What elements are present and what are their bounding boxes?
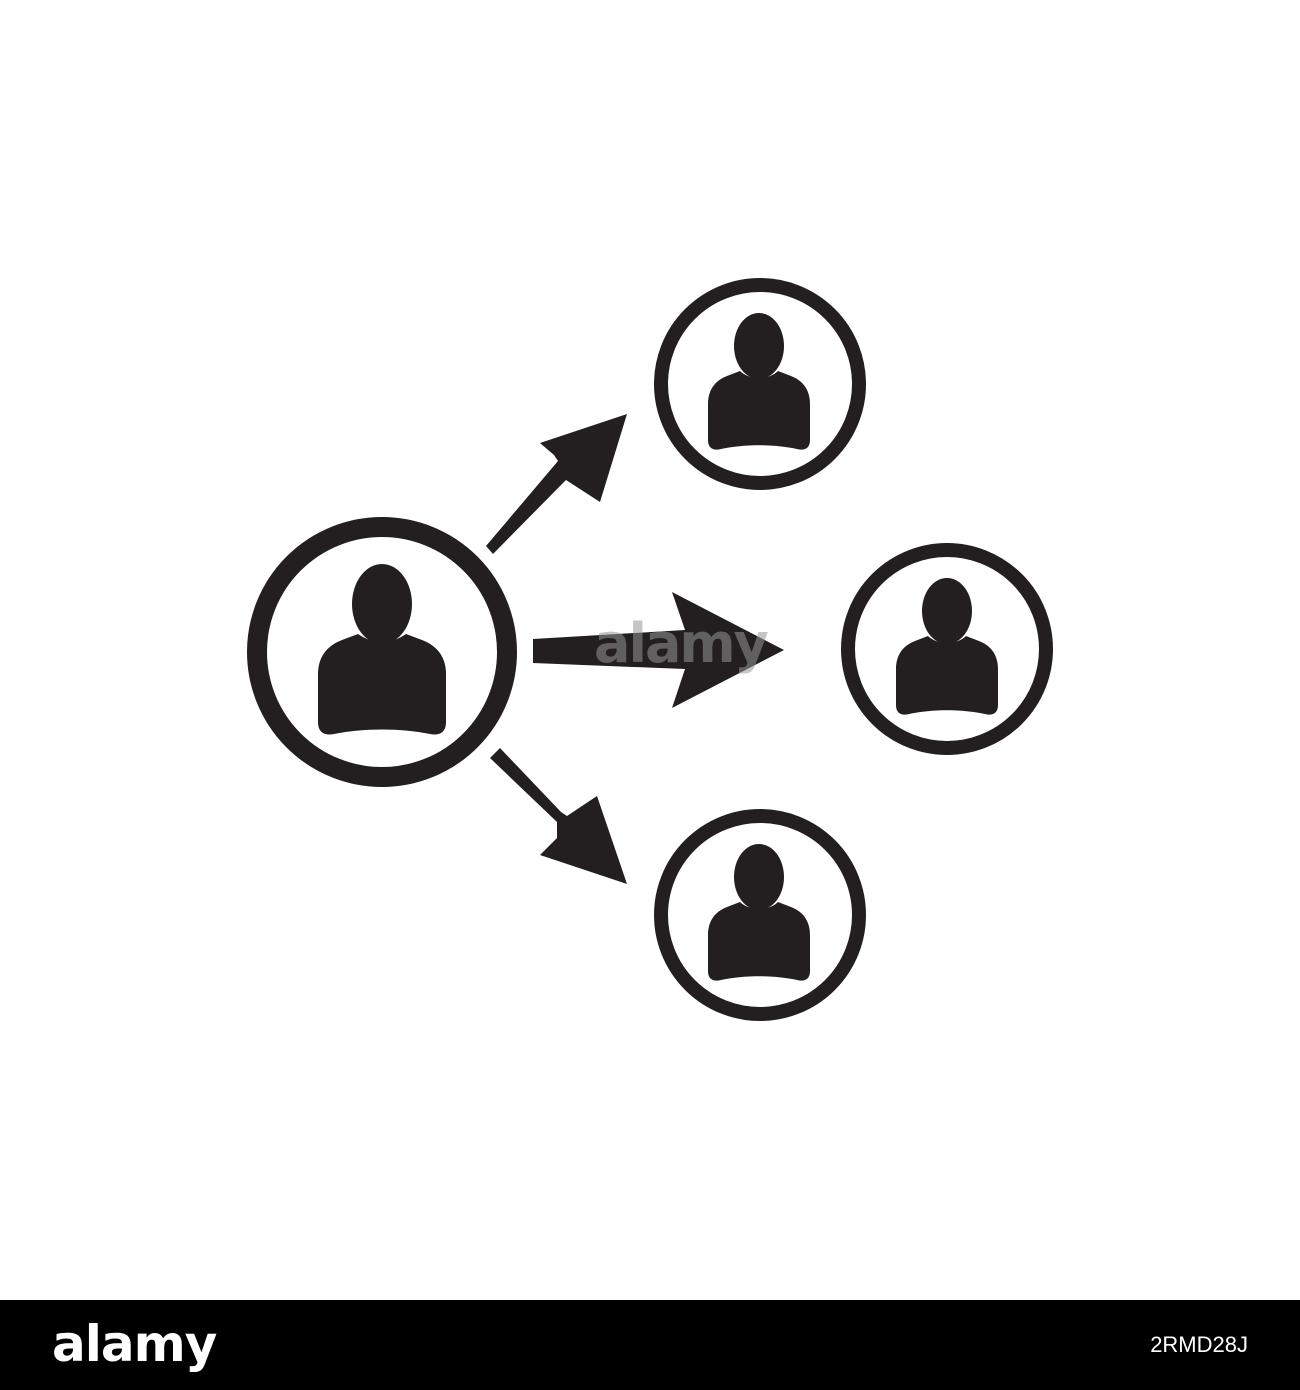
arrow-up-right-icon bbox=[486, 414, 627, 554]
source-person-node bbox=[247, 517, 517, 787]
user-icon bbox=[708, 844, 810, 981]
target-person-node-top bbox=[654, 278, 866, 490]
target-bottom-node-ring bbox=[654, 809, 866, 1021]
user-icon bbox=[896, 578, 998, 715]
source-node-ring bbox=[247, 517, 517, 787]
image-id-label: 2RMD28J bbox=[1150, 1332, 1248, 1357]
user-icon bbox=[708, 313, 810, 450]
share-network-illustration bbox=[247, 278, 1053, 1021]
target-person-node-bottom bbox=[654, 809, 866, 1021]
footer-bar: alamy 2RMD28J bbox=[0, 1300, 1300, 1390]
user-icon bbox=[318, 564, 446, 735]
arrow-right-icon bbox=[533, 592, 784, 708]
target-middle-node-ring bbox=[841, 543, 1053, 755]
arrow-down-right-icon bbox=[490, 748, 627, 884]
target-top-node-ring bbox=[654, 278, 866, 490]
alamy-logo: alamy bbox=[52, 1315, 217, 1373]
target-person-node-middle bbox=[841, 543, 1053, 755]
